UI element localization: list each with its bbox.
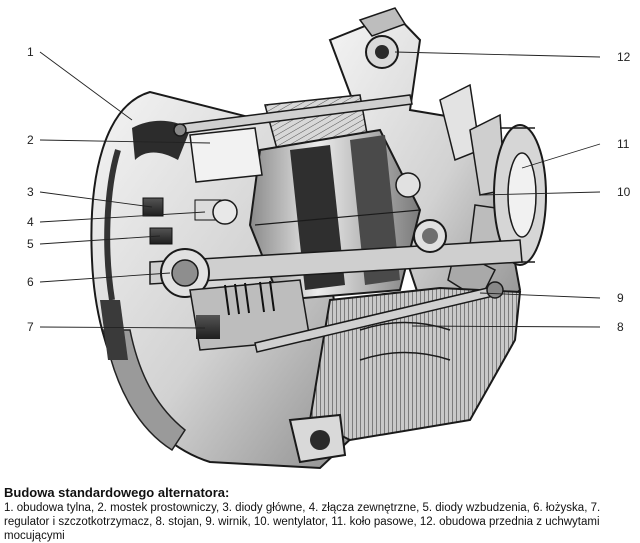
callout-4: 4 [27, 215, 34, 229]
alternator-cutaway-illustration: 1 2 3 4 5 6 7 12 11 10 9 8 [27, 7, 631, 470]
callout-numbers: 1 2 3 4 5 6 7 12 11 10 9 8 [27, 45, 631, 334]
alternator-drawing: 1 2 3 4 5 6 7 12 11 10 9 8 [27, 7, 631, 470]
callout-8: 8 [617, 320, 624, 334]
figure-caption: Budowa standardowego alternatora: 1. obu… [4, 485, 636, 543]
callout-leader-lines [39, 51, 601, 329]
callout-5: 5 [27, 237, 34, 251]
callout-1: 1 [27, 45, 34, 59]
callout-10: 10 [617, 185, 631, 199]
through-bolts [173, 94, 504, 353]
caption-title: Budowa standardowego alternatora: [4, 485, 230, 500]
callout-3: 3 [27, 185, 34, 199]
bearings [160, 172, 447, 298]
pulley [493, 124, 547, 266]
callout-7: 7 [27, 320, 34, 334]
callout-2: 2 [27, 133, 34, 147]
callout-11: 11 [617, 137, 630, 151]
caption-text: 1. obudowa tylna, 2. mostek prostowniczy… [4, 502, 601, 542]
callout-6: 6 [27, 275, 34, 289]
rectifier [142, 127, 263, 245]
callout-9: 9 [617, 291, 624, 305]
lower-mounting-ear [288, 413, 347, 464]
callout-12: 12 [617, 50, 631, 64]
